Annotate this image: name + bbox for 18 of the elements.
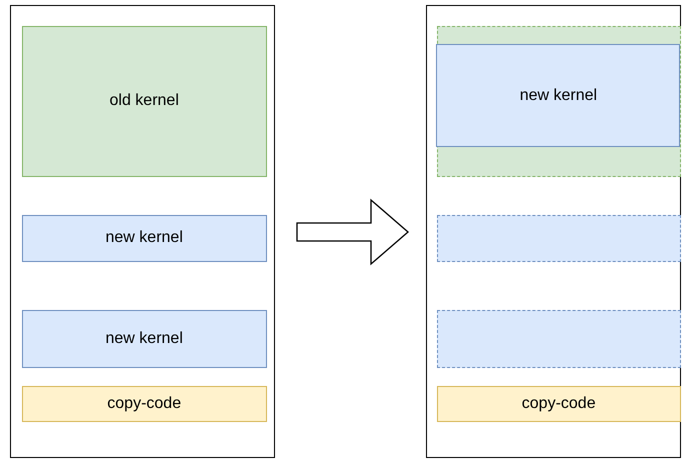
memory-frame xyxy=(426,5,681,458)
box-label: new kernel xyxy=(106,330,183,348)
empty-box xyxy=(436,26,681,177)
process-box xyxy=(22,214,267,262)
box-label: new kernel xyxy=(520,86,598,105)
empty-box xyxy=(436,310,681,368)
process-box xyxy=(22,386,267,422)
box-label: copy-code xyxy=(522,394,596,413)
box-label: copy-code xyxy=(107,394,182,413)
process-box xyxy=(22,310,267,368)
empty-box xyxy=(436,214,681,262)
process-box xyxy=(22,26,267,177)
box-label: old kernel xyxy=(110,92,179,110)
process-box xyxy=(436,386,681,422)
memory-frame xyxy=(10,5,275,458)
box-label: new kernel xyxy=(106,229,183,248)
process-box xyxy=(436,44,680,148)
block-arrow xyxy=(296,198,409,266)
